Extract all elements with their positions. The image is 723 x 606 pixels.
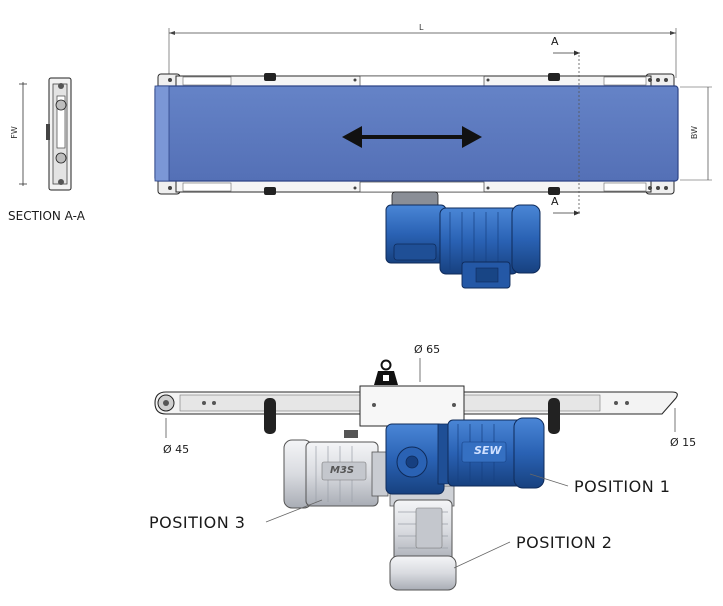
position-3-label: POSITION 3: [149, 513, 246, 532]
frame-width-label: FW: [9, 126, 19, 139]
top-view: [154, 28, 712, 289]
drive-diameter-label: Ø 65: [414, 343, 441, 356]
motor-brand-label: SEW: [474, 444, 502, 457]
position-2-label: POSITION 2: [516, 533, 613, 552]
weight-icon: [374, 359, 398, 385]
gear-motor-top: [385, 191, 541, 289]
tail-diameter-label: Ø 15: [670, 436, 697, 449]
belt-width-label: BW: [690, 125, 700, 140]
section-marker-top: A: [551, 35, 559, 48]
length-label: L: [419, 23, 424, 32]
section-marker-bottom: A: [551, 195, 559, 208]
motor-position-3: [283, 439, 389, 509]
direction-arrow-icon: [342, 126, 482, 148]
section-a-a-view: [19, 77, 72, 191]
motor-position-1: [437, 417, 545, 489]
motor-brand-label-grey: M3S: [330, 465, 355, 476]
motor-position-2: [389, 485, 457, 591]
side-view: [154, 358, 678, 591]
head-diameter-label: Ø 45: [163, 443, 190, 456]
position-1-label: POSITION 1: [574, 477, 671, 496]
gearbox: [385, 423, 445, 495]
section-caption: SECTION A-A: [8, 209, 85, 223]
